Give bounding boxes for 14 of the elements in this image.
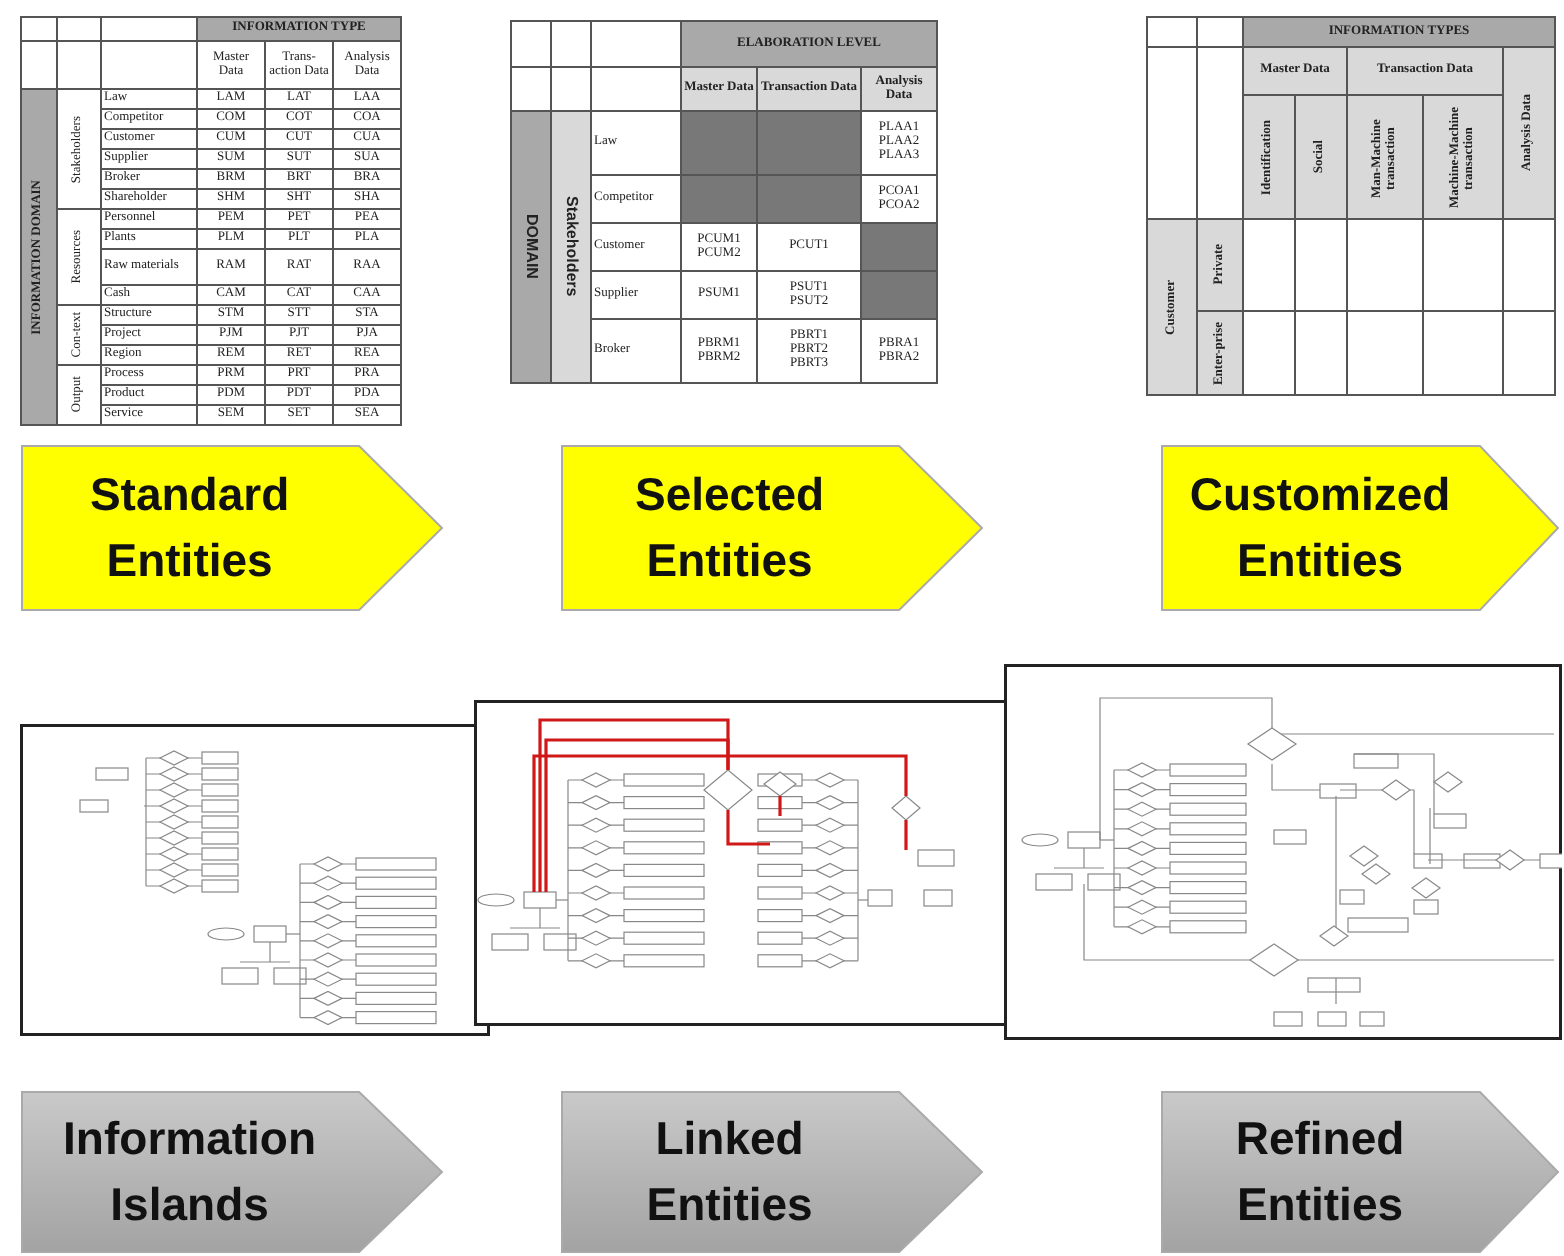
step-label: Customized Entities	[1187, 465, 1453, 590]
step-label: Standard Entities	[87, 465, 292, 590]
chevron-arrow	[560, 444, 984, 612]
table-header: DOMAIN	[511, 111, 551, 383]
chevron-arrow	[560, 1090, 984, 1254]
step-label: Selected Entities	[632, 465, 827, 590]
chevron-arrow	[20, 444, 444, 612]
chevron-arrow	[20, 1090, 444, 1254]
step-label: Linked Entities	[644, 1109, 815, 1234]
chevron-arrow	[1160, 1090, 1560, 1254]
table-header: Stakeholders	[551, 111, 591, 383]
step-label: Refined Entities	[1233, 1109, 1407, 1234]
chevron-arrow	[1160, 444, 1560, 612]
step-label: Information Islands	[61, 1109, 319, 1234]
